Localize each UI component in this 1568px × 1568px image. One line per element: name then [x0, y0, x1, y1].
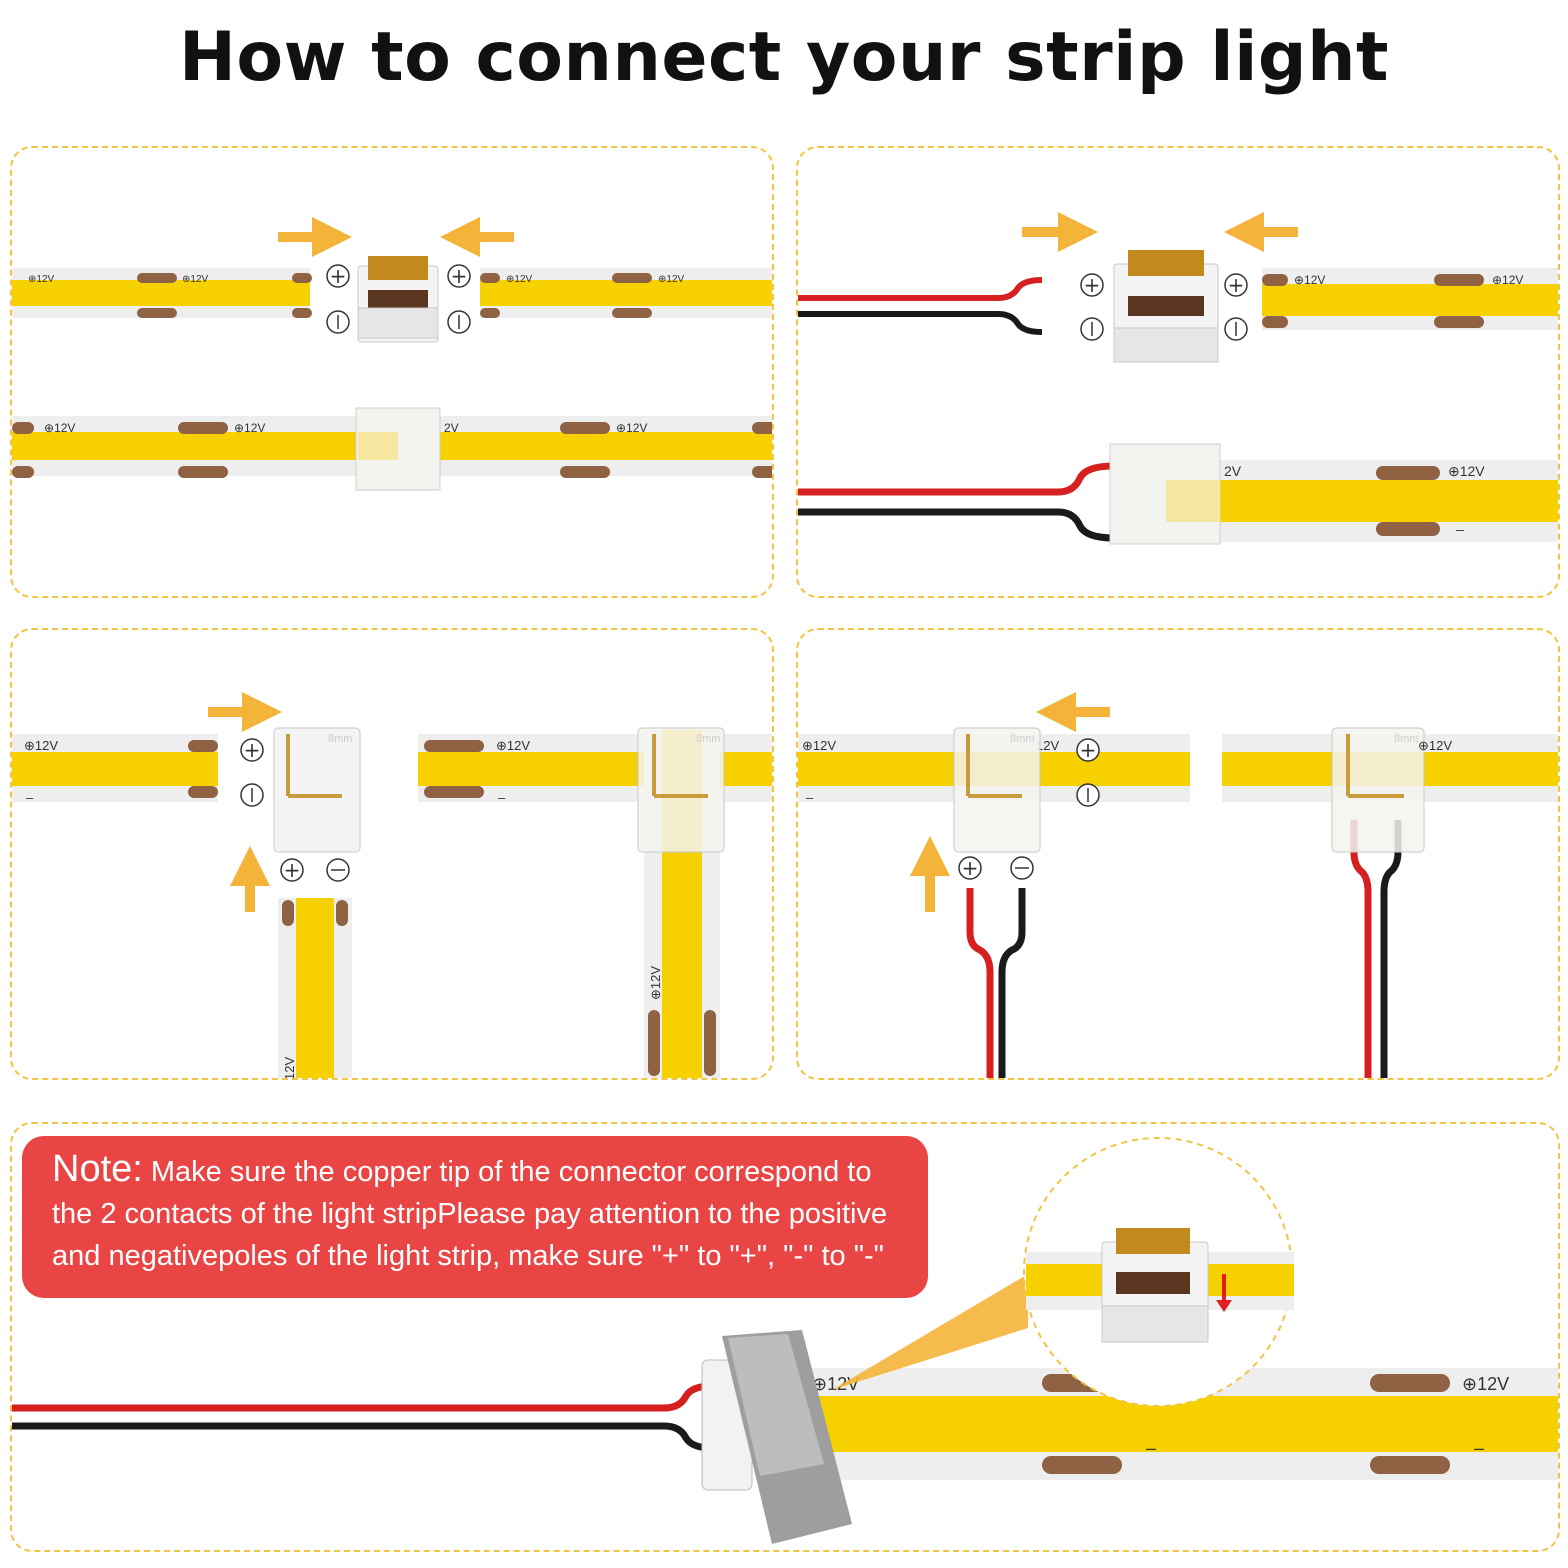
- strip-bottom-vertical: [278, 898, 352, 1078]
- voltage-label: ⊕12V: [44, 421, 75, 435]
- plus-icon: [1224, 273, 1248, 297]
- l-connected: 8mm: [418, 727, 772, 1078]
- voltage-label: ⊕12V: [1492, 273, 1523, 287]
- black-wire: [12, 1422, 713, 1452]
- voltage-label: ⊕12V: [812, 1374, 859, 1394]
- svg-text:+: +: [1080, 738, 1097, 762]
- plus-icon: [447, 264, 471, 288]
- red-wire: [12, 1382, 713, 1412]
- plus-icon: [240, 738, 264, 762]
- zoom-detail: [1023, 1137, 1294, 1407]
- strip-to-strip-illustration: ⊕12V ⊕12V ⊕12V ⊕12V + +: [12, 217, 772, 491]
- voltage-label: ⊕12V: [1448, 463, 1485, 479]
- svg-text:+: +: [1084, 273, 1101, 297]
- svg-text:+: +: [962, 856, 979, 880]
- connector-open: [1113, 250, 1219, 363]
- svg-text:+: +: [284, 858, 301, 882]
- width-label: 8mm: [696, 733, 720, 745]
- voltage-label: ⊕12V: [1418, 738, 1452, 753]
- width-label: 8mm: [1010, 733, 1034, 745]
- red-wire: [966, 888, 994, 1078]
- l-corner-illustration: ⊕12V – + 8mm + 12V: [12, 692, 772, 1080]
- plus-icon: [958, 856, 982, 880]
- voltage-label: ⊕12V: [24, 738, 58, 753]
- note-detail-illustration: ⊕12V ⊕12V – –: [12, 1137, 1558, 1544]
- voltage-label: 12V: [1036, 738, 1059, 753]
- voltage-label: ⊕12V: [182, 274, 209, 285]
- zoom-beam: [832, 1274, 1028, 1390]
- strip-left-horizontal: [12, 734, 218, 802]
- t-connected: 8mm: [1222, 727, 1558, 1078]
- width-label: 8mm: [328, 733, 352, 745]
- strip-connected: [12, 407, 772, 491]
- connector-open: [357, 256, 439, 343]
- svg-text:+: +: [330, 264, 347, 288]
- width-label: 8mm: [1394, 733, 1418, 745]
- minus-label: –: [806, 790, 814, 805]
- t-connector-open: 8mm: [953, 727, 1041, 853]
- minus-label: –: [1146, 1438, 1156, 1458]
- black-wire: [798, 508, 1115, 542]
- plus-icon: [280, 858, 304, 882]
- strip-left-top: [12, 268, 312, 318]
- voltage-label: ⊕12V: [616, 421, 647, 435]
- plus-icon: [326, 264, 350, 288]
- black-wire: [1380, 820, 1402, 1078]
- red-wire: [798, 462, 1115, 496]
- voltage-label: ⊕12V: [1462, 1374, 1509, 1394]
- plus-icon: [1080, 273, 1104, 297]
- voltage-label: ⊕12V: [506, 274, 533, 285]
- black-wire: [998, 888, 1026, 1078]
- voltage-label: ⊕12V: [496, 738, 530, 753]
- voltage-label: 2V: [1224, 463, 1242, 479]
- svg-text:+: +: [1228, 273, 1245, 297]
- voltage-label: 12V: [282, 1057, 297, 1080]
- wire-to-strip-illustration: + + ⊕12V ⊕12V 2V ⊕12V –: [798, 212, 1558, 545]
- svg-text:+: +: [244, 738, 261, 762]
- red-wire: [1350, 820, 1372, 1078]
- minus-label: –: [26, 790, 34, 805]
- minus-label: –: [1474, 1438, 1484, 1458]
- panel-strip-to-strip: ⊕12V ⊕12V ⊕12V ⊕12V + +: [10, 146, 774, 598]
- voltage-label: ⊕12V: [658, 274, 685, 285]
- panel-l-corner: ⊕12V – + 8mm + 12V: [10, 628, 774, 1080]
- plus-icon: [1076, 738, 1100, 762]
- note-text: Make sure the copper tip of the connecto…: [52, 1156, 888, 1272]
- voltage-label: ⊕12V: [1294, 273, 1325, 287]
- page-title: How to connect your strip light: [178, 18, 1389, 97]
- panel-wire-to-strip: + + ⊕12V ⊕12V 2V ⊕12V –: [796, 146, 1560, 598]
- t-wire-illustration: ⊕12V – 12V 8mm + + 8mm ⊕12V: [798, 692, 1558, 1078]
- note-box: Note: Make sure the copper tip of the co…: [22, 1136, 928, 1298]
- svg-text:+: +: [451, 264, 468, 288]
- voltage-label: ⊕12V: [648, 966, 663, 1000]
- l-connector-open: 8mm: [273, 727, 361, 853]
- voltage-label: 2V: [444, 421, 459, 435]
- black-wire: [798, 311, 1043, 335]
- strip-right-top: [1262, 268, 1558, 330]
- red-wire: [798, 277, 1043, 301]
- panel-t-wire: ⊕12V – 12V 8mm + + 8mm ⊕12V: [796, 628, 1560, 1080]
- voltage-label: ⊕12V: [234, 421, 265, 435]
- voltage-label: ⊕12V: [802, 738, 836, 753]
- strip-right-top: [480, 268, 772, 318]
- connector-closed: [701, 1330, 852, 1544]
- strip-connected: [1109, 443, 1558, 545]
- minus-label: –: [498, 790, 506, 805]
- minus-label: –: [1456, 521, 1464, 537]
- note-label: Note:: [52, 1148, 143, 1190]
- voltage-label: ⊕12V: [28, 274, 55, 285]
